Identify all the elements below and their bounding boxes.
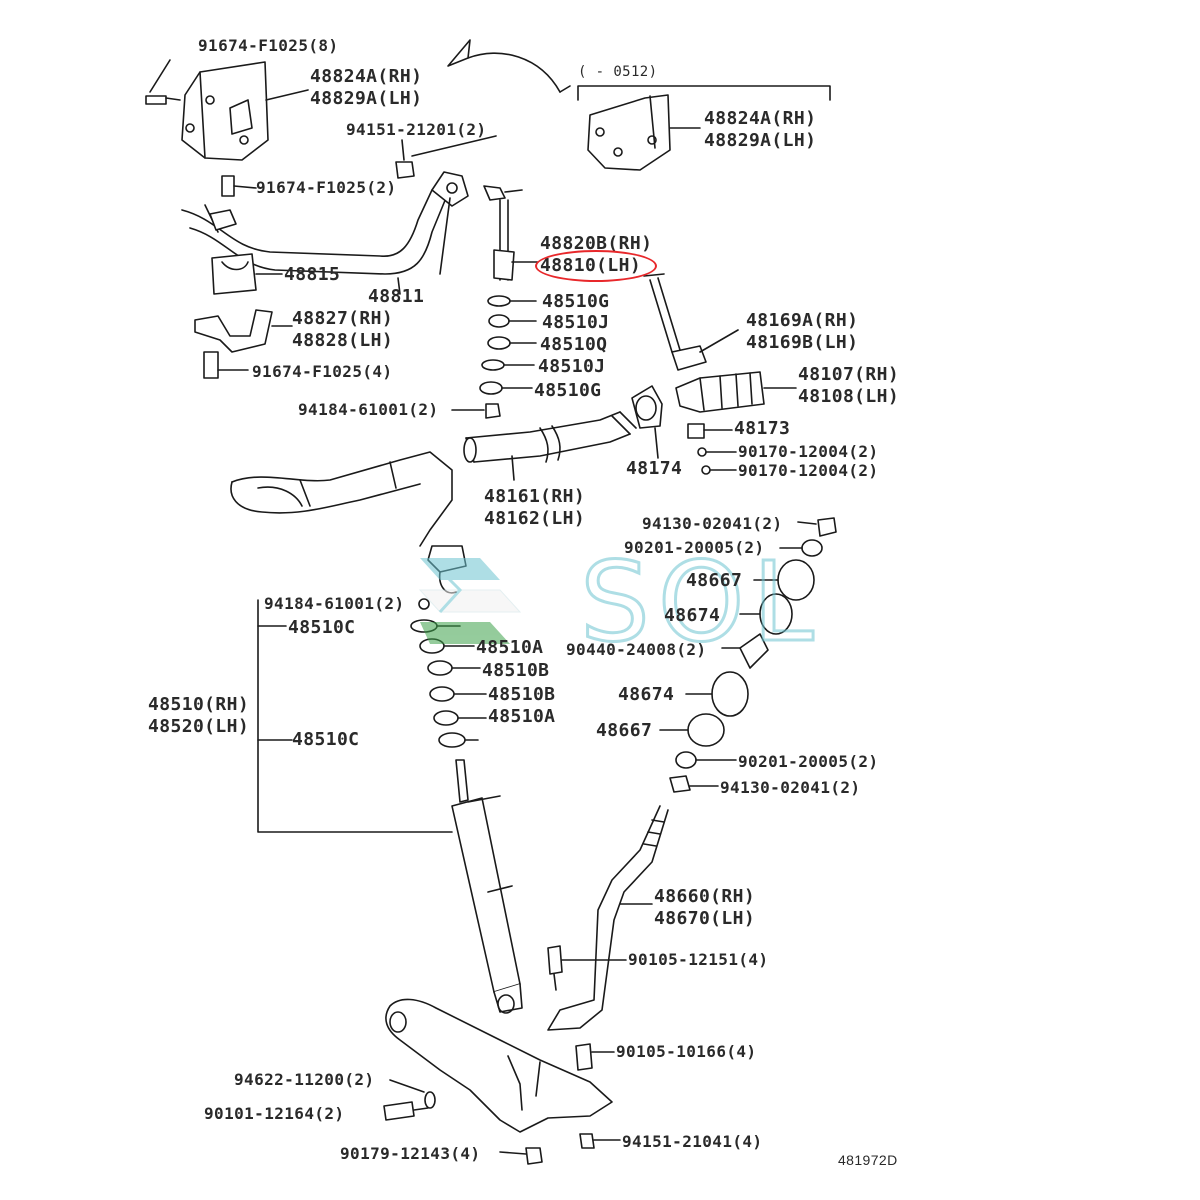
label-48660-rh: 48660(RH) (654, 886, 756, 907)
label-48169a-48169b: 48169A(RH) 48169B(LH) (746, 310, 858, 354)
label-94151-21201: 94151-21201(2) (346, 120, 487, 139)
label-48824a-rh: 48824A(RH) (310, 66, 423, 87)
label-48660-48670: 48660(RH) 48670(LH) (654, 886, 755, 930)
label-48510b-2: 48510B (488, 684, 556, 705)
label-90201-20005-top: 90201-20005(2) (624, 538, 765, 557)
sol-logo-icon: SOL (418, 537, 822, 668)
label-90201-20005-bot: 90201-20005(2) (738, 752, 879, 771)
label-48510a-2: 48510A (488, 706, 556, 727)
label-48510g-2: 48510G (534, 380, 602, 401)
label-48510j-1: 48510J (542, 312, 610, 333)
label-94130-02041-bot: 94130-02041(2) (720, 778, 861, 797)
label-91674-f1025-2: 91674-F1025(2) (256, 178, 397, 197)
label-48510c-1: 48510C (288, 617, 356, 638)
range-note: ( - 0512) (578, 64, 658, 80)
label-48108-lh: 48108(LH) (798, 386, 900, 407)
label-48173: 48173 (734, 418, 791, 439)
label-48510b-1: 48510B (482, 660, 550, 681)
label-48161-48162: 48161(RH) 48162(LH) (484, 486, 585, 530)
label-48169b-lh: 48169B(LH) (746, 332, 859, 353)
label-48510q: 48510Q (540, 334, 608, 355)
label-90170-12004-a: 90170-12004(2) (738, 442, 879, 461)
drawing-number: 481972D (838, 1152, 898, 1168)
label-94184-61001-mid: 94184-61001(2) (264, 594, 405, 613)
label-48820b-rh: 48820B(RH) (540, 233, 653, 254)
label-48824a-48829a-top: 48824A(RH) 48829A(LH) (310, 66, 422, 110)
label-48107-rh: 48107(RH) (798, 364, 900, 385)
label-48510-48520: 48510(RH) 48520(LH) (148, 694, 249, 738)
label-91674-f1025-4: 91674-F1025(4) (252, 362, 393, 381)
label-48811: 48811 (368, 286, 425, 307)
label-48174: 48174 (626, 458, 683, 479)
label-48824a-48829a-right: 48824A(RH) 48829A(LH) (704, 108, 816, 152)
label-90105-10166: 90105-10166(4) (616, 1042, 757, 1061)
label-48510g-1: 48510G (542, 291, 610, 312)
label-48520-lh: 48520(LH) (148, 716, 250, 737)
label-48828-lh: 48828(LH) (292, 330, 394, 351)
label-48829a-lh: 48829A(LH) (310, 88, 423, 109)
label-94151-21041: 94151-21041(4) (622, 1132, 763, 1151)
label-48827-rh: 48827(RH) (292, 308, 394, 329)
label-90105-12151: 90105-12151(4) (628, 950, 769, 969)
label-48674-bot: 48674 (618, 684, 675, 705)
label-48824a-rh-right: 48824A(RH) (704, 108, 817, 129)
label-48667-top: 48667 (686, 570, 743, 591)
label-48815: 48815 (284, 264, 341, 285)
label-90170-12004-b: 90170-12004(2) (738, 461, 879, 480)
label-48827-48828: 48827(RH) 48828(LH) (292, 308, 393, 352)
label-91674-f1025-8: 91674-F1025(8) (198, 36, 339, 55)
label-48161-rh: 48161(RH) (484, 486, 586, 507)
label-94130-02041-top: 94130-02041(2) (642, 514, 783, 533)
label-48510a-1: 48510A (476, 637, 544, 658)
label-90101-12164: 90101-12164(2) (204, 1104, 345, 1123)
label-90440-24008: 90440-24008(2) (566, 640, 707, 659)
highlight-ring-48810 (535, 250, 657, 282)
label-48510j-2: 48510J (538, 356, 606, 377)
label-90179-12143: 90179-12143(4) (340, 1144, 481, 1163)
label-48162-lh: 48162(LH) (484, 508, 586, 529)
label-48107-48108: 48107(RH) 48108(LH) (798, 364, 899, 408)
label-94622-11200: 94622-11200(2) (234, 1070, 375, 1089)
label-48670-lh: 48670(LH) (654, 908, 756, 929)
label-48674-top: 48674 (664, 605, 721, 626)
label-94184-61001-top: 94184-61001(2) (298, 400, 439, 419)
label-48829a-lh-right: 48829A(LH) (704, 130, 817, 151)
label-48169a-rh: 48169A(RH) (746, 310, 859, 331)
svg-text:SOL: SOL (580, 538, 822, 666)
label-48667-bot: 48667 (596, 720, 653, 741)
label-48510-rh: 48510(RH) (148, 694, 250, 715)
label-48510c-2: 48510C (292, 729, 360, 750)
